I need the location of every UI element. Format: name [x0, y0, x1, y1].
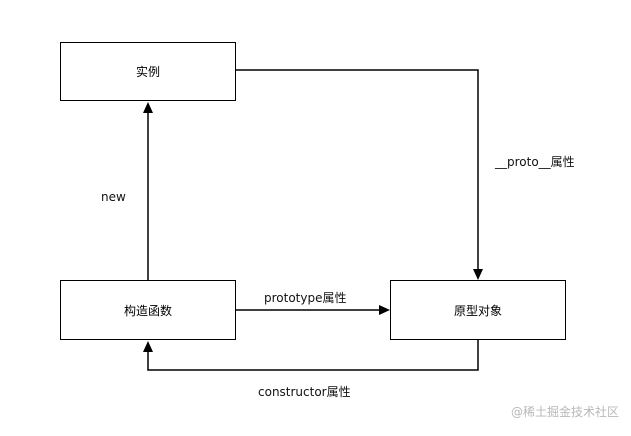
edge-label-new: new — [101, 190, 126, 204]
node-constructor-function-label: 构造函数 — [123, 303, 172, 318]
edge-prototype-arrow — [379, 305, 390, 315]
edge-label-prototype: prototype属性 — [264, 291, 347, 305]
edge-new-arrow — [143, 102, 153, 113]
edge-constructor-line — [147, 340, 479, 371]
node-prototype-object: 原型对象 — [390, 280, 566, 340]
edge-constructor-arrow — [143, 341, 153, 352]
node-constructor-function: 构造函数 — [60, 280, 236, 340]
edge-label-constructor: constructor属性 — [258, 385, 351, 399]
node-instance: 实例 — [60, 42, 236, 101]
node-prototype-object-label: 原型对象 — [453, 303, 502, 318]
edge-proto-line — [236, 69, 479, 270]
edge-proto-arrow — [473, 269, 483, 280]
node-instance-label: 实例 — [135, 65, 160, 79]
watermark: @稀土掘金技术社区 — [510, 405, 619, 419]
edge-label-proto: __proto__属性 — [495, 155, 575, 169]
